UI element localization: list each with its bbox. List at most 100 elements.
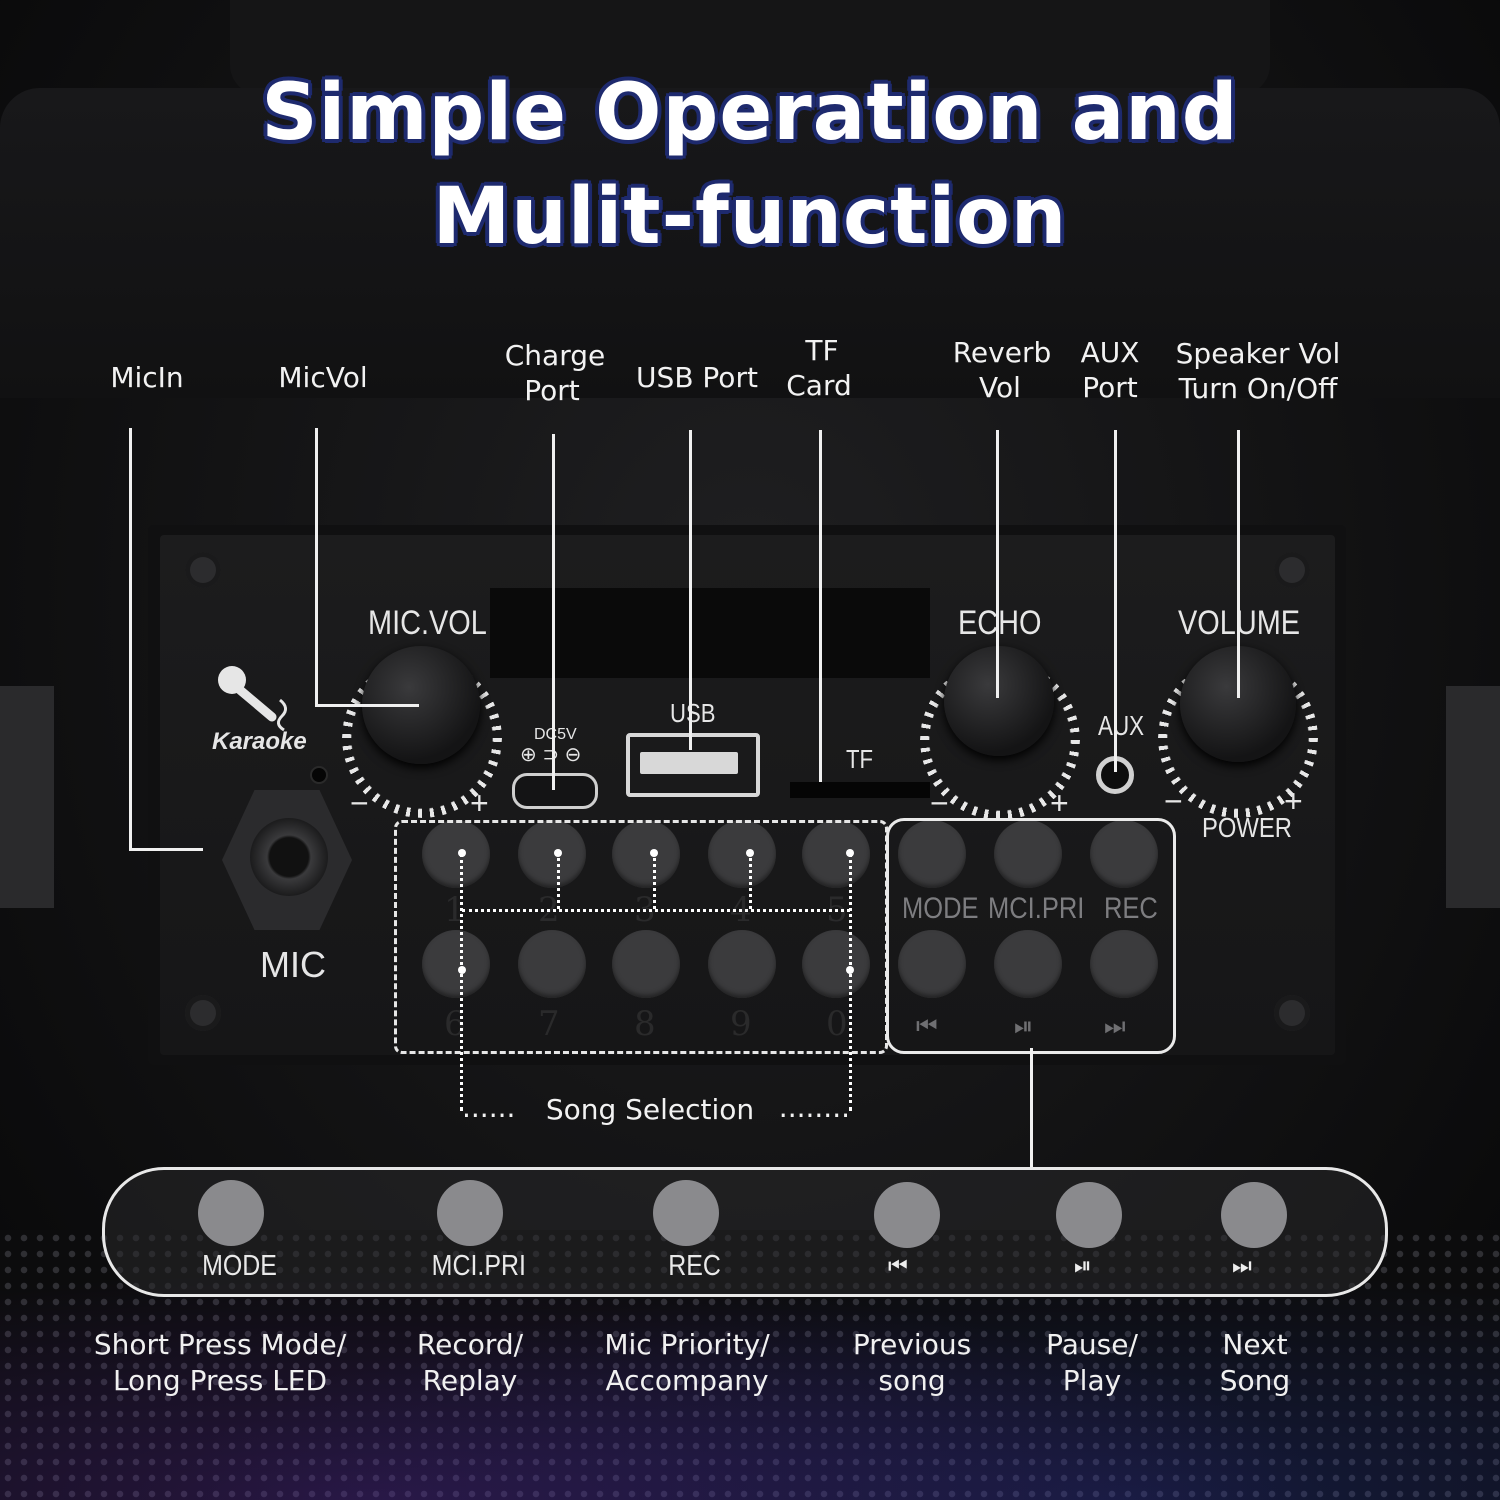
karaoke-label: Karaoke <box>212 728 307 755</box>
legend-mic-priority-button <box>437 1180 503 1246</box>
leader-line-mic-vol <box>315 704 419 707</box>
label-reverb-vol-2: Vol <box>979 371 1021 404</box>
number-button-3[interactable] <box>612 820 680 888</box>
volume-plus: + <box>1284 783 1303 819</box>
mic-priority-label: MCI.PRI <box>988 892 1085 925</box>
previous-button[interactable] <box>898 930 966 998</box>
desc-mic-priority-line-1: Mic Priority/ <box>604 1328 770 1361</box>
desc-mic-priority-line-2: Accompany <box>605 1364 769 1397</box>
echo-label: ECHO <box>958 604 1042 642</box>
left-side-block <box>0 686 54 908</box>
desc-record-line-1: Record/ <box>416 1328 524 1361</box>
song-selection-dots-left: ...... <box>462 1091 516 1124</box>
function-keys-group <box>886 818 1176 1054</box>
page-title-line-1: Simple Operation and <box>261 68 1239 158</box>
next-button[interactable] <box>1090 930 1158 998</box>
mic-vol-minus: − <box>350 785 369 821</box>
tf-label: TF <box>846 744 874 774</box>
dc5v-label: DC5V <box>534 726 577 743</box>
legend-play-pause-icon: ⏯ <box>1074 1254 1091 1279</box>
number-button-7[interactable] <box>518 930 586 998</box>
leader-line-reverb-vol <box>996 430 999 698</box>
number-button-4[interactable] <box>708 820 776 888</box>
speaker-top-shell <box>0 88 1500 398</box>
number-button-6[interactable] <box>422 930 490 998</box>
desc-previous-line-2: song <box>878 1364 946 1397</box>
led-display <box>490 588 930 678</box>
label-aux-port-2: Port <box>1082 371 1138 404</box>
desc-mode-line-2: Long Press LED <box>112 1364 328 1397</box>
label-tf-card-2: Card <box>786 369 852 402</box>
mic-priority-button[interactable] <box>994 820 1062 888</box>
leader-line-charge-port <box>552 434 555 790</box>
legend-rec-label: REC <box>668 1250 721 1282</box>
legend-next-icon: ⏭ <box>1232 1254 1252 1279</box>
right-side-block <box>1446 686 1500 908</box>
mode-button[interactable] <box>898 820 966 888</box>
leader-line-mic-vol <box>315 428 318 706</box>
number-button-0[interactable] <box>802 930 870 998</box>
usb-label: USB <box>670 698 716 728</box>
number-button-8[interactable] <box>612 930 680 998</box>
desc-next-line-2: Song <box>1219 1364 1291 1397</box>
number-button-5[interactable] <box>802 820 870 888</box>
legend-rec-button <box>653 1180 719 1246</box>
song-dotted-line <box>557 853 560 909</box>
leader-line-function-keys <box>1030 1048 1033 1168</box>
number-label: 9 <box>730 1004 752 1044</box>
power-label: POWER <box>1202 812 1292 843</box>
number-keypad-group <box>394 820 888 1054</box>
echo-minus: − <box>930 785 949 821</box>
desc-record-line-2: Replay <box>422 1364 518 1397</box>
screw-icon <box>185 552 221 588</box>
legend-previous-button <box>874 1182 940 1248</box>
usb-port-tongue <box>640 752 738 774</box>
label-aux-port-1: AUX <box>1080 336 1140 369</box>
mic-vol-plus: + <box>470 785 489 821</box>
next-icon: ⏭ <box>1104 1012 1126 1040</box>
tf-card-slot[interactable] <box>790 782 930 798</box>
number-button-1[interactable] <box>422 820 490 888</box>
label-charge-port-1: Charge <box>504 339 606 372</box>
echo-plus: + <box>1050 785 1069 821</box>
legend-next-button <box>1221 1182 1287 1248</box>
desc-pause-line-1: Pause/ <box>1046 1328 1138 1361</box>
usb-c-charge-port[interactable] <box>512 773 598 809</box>
mic-jack[interactable] <box>250 818 328 896</box>
song-dotted-line <box>849 853 852 1111</box>
label-charge-port-2: Port <box>524 374 580 407</box>
label-speaker-vol-1: Speaker Vol <box>1175 337 1341 370</box>
leader-line-usb-port <box>689 430 692 750</box>
legend-mode-label: MODE <box>202 1250 277 1282</box>
label-mic-vol: MicVol <box>278 361 368 394</box>
leader-line-speaker-vol <box>1237 430 1240 698</box>
screw-icon <box>1274 552 1310 588</box>
label-tf-card-1: TF <box>805 334 839 367</box>
desc-mode-line-1: Short Press Mode/ <box>93 1328 347 1361</box>
song-dotted-line <box>462 909 850 912</box>
leader-line-mic-in <box>129 428 132 850</box>
legend-previous-icon: ⏮ <box>888 1254 908 1279</box>
number-label: 7 <box>538 1004 560 1044</box>
mode-label: MODE <box>902 892 979 925</box>
song-selection-label: Song Selection <box>545 1093 755 1126</box>
rec-label: REC <box>1104 892 1158 925</box>
function-legend <box>102 1167 1388 1297</box>
leader-line-mic-in <box>129 848 203 851</box>
page-title-line-2: Mulit-function <box>432 172 1068 262</box>
song-dotted-line <box>460 853 463 1111</box>
dc-polarity-icon: ⊕ ⊃ ⊖ <box>520 744 582 766</box>
echo-knob[interactable] <box>944 646 1054 756</box>
play-pause-button[interactable] <box>994 930 1062 998</box>
desc-next-line-1: Next <box>1222 1328 1288 1361</box>
rec-button[interactable] <box>1090 820 1158 888</box>
mic-vol-label: MIC.VOL <box>368 604 487 642</box>
aux-label: AUX <box>1098 710 1145 741</box>
label-mic-in: MicIn <box>110 361 184 394</box>
volume-minus: − <box>1164 783 1183 819</box>
number-button-2[interactable] <box>518 820 586 888</box>
number-button-9[interactable] <box>708 930 776 998</box>
label-usb-port: USB Port <box>636 361 758 394</box>
label-speaker-vol-2: Turn On/Off <box>1178 372 1338 405</box>
